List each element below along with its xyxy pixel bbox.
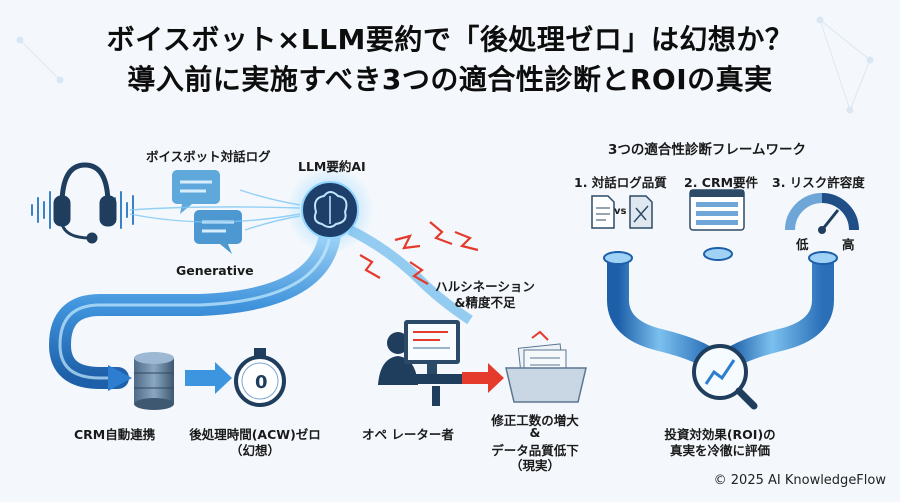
- network-decoration: [16, 16, 874, 114]
- hallucination-label: ハルシネーション: [435, 279, 535, 294]
- diag1-label: 1. 対話ログ品質: [574, 175, 667, 190]
- stopwatch-icon: [234, 348, 286, 407]
- copyright: © 2025 AI KnowledgeFlow: [713, 473, 886, 488]
- quality-label: データ品質低下: [491, 443, 579, 458]
- headset-icon: [53, 162, 117, 244]
- document-icon: [591, 195, 653, 229]
- voice-log-label: ボイスボット対話ログ: [146, 149, 271, 164]
- acw-label: 後処理時間(ACW)ゼロ: [189, 427, 321, 442]
- amp-label: &: [529, 425, 541, 440]
- gauge-icon: [785, 193, 859, 234]
- form-window-icon: [689, 189, 745, 231]
- arrow-to-rework: [462, 363, 504, 393]
- roi-label-1: 投資対効果(ROI)の: [664, 427, 776, 442]
- gauge-high-label: 高: [842, 237, 855, 252]
- timer-value: 0: [255, 372, 268, 393]
- paper-stack-icon: [505, 330, 587, 403]
- rework-label: 修正工数の増大: [491, 413, 579, 428]
- page-title-line-2: 導入前に実施すべき3つの適合性診断とROIの真実: [127, 63, 773, 96]
- lightning-icon: [359, 221, 479, 285]
- arrow-to-db: [108, 365, 132, 391]
- generative-label: Generative: [176, 263, 254, 278]
- vs-label: vs: [614, 206, 627, 217]
- chat-bubble-icon: [172, 170, 242, 254]
- diag2-label: 2. CRM要件: [684, 175, 759, 190]
- operator-icon: [378, 320, 466, 406]
- roi-label-2: 真実を冷徹に評価: [669, 443, 770, 458]
- page-title-line-1: ボイスボット×LLM要約で「後処理ゼロ」は幻想か？: [106, 23, 794, 56]
- magnifier-chart-icon: [692, 344, 758, 410]
- crm-label: CRM自動連携: [74, 427, 156, 442]
- framework-title: 3つの適合性診断フレームワーク: [608, 142, 806, 158]
- llm-label: LLM要約AI: [298, 159, 366, 174]
- operator-label: オペ レーター者: [362, 427, 454, 442]
- arrow-to-timer: [185, 362, 232, 394]
- illusion-label: （幻想）: [229, 443, 280, 458]
- pipe-diag1: [607, 251, 721, 371]
- precision-label: &精度不足: [454, 295, 516, 310]
- diag3-label: 3. リスク許容度: [772, 175, 865, 190]
- reality-label: （現実）: [509, 458, 560, 473]
- database-icon: [134, 352, 174, 410]
- pipe-diag3: [719, 251, 834, 371]
- sound-wave: [31, 191, 134, 229]
- gauge-low-label: 低: [796, 237, 809, 252]
